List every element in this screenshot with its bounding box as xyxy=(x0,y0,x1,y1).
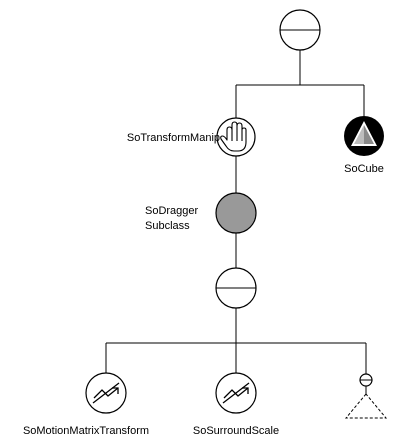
cube-node xyxy=(344,116,384,156)
inner-separator-node xyxy=(215,267,257,309)
more-children-node xyxy=(344,373,388,419)
root-separator-node xyxy=(279,9,321,51)
motion-matrix-label: SoMotionMatrixTransform xyxy=(23,425,149,437)
transform-icon xyxy=(92,382,120,404)
connector-lines xyxy=(105,50,367,374)
transform-icon xyxy=(222,382,250,404)
cube-icon xyxy=(351,121,377,146)
dragger-node xyxy=(215,192,257,234)
transform-manip-label: SoTransformManip xyxy=(127,132,220,144)
transform-manip-node xyxy=(216,117,256,157)
filled-circle xyxy=(215,192,257,234)
dashed-triangle-icon xyxy=(344,393,388,419)
dragger-label-line2: Subclass xyxy=(145,220,190,232)
motion-matrix-node xyxy=(85,372,127,414)
surround-scale-label: SoSurroundScale xyxy=(193,425,279,437)
hand-icon xyxy=(220,121,247,152)
surround-scale-node xyxy=(215,372,257,414)
cube-label: SoCube xyxy=(344,163,384,175)
dragger-label-line1: SoDragger xyxy=(145,205,199,217)
